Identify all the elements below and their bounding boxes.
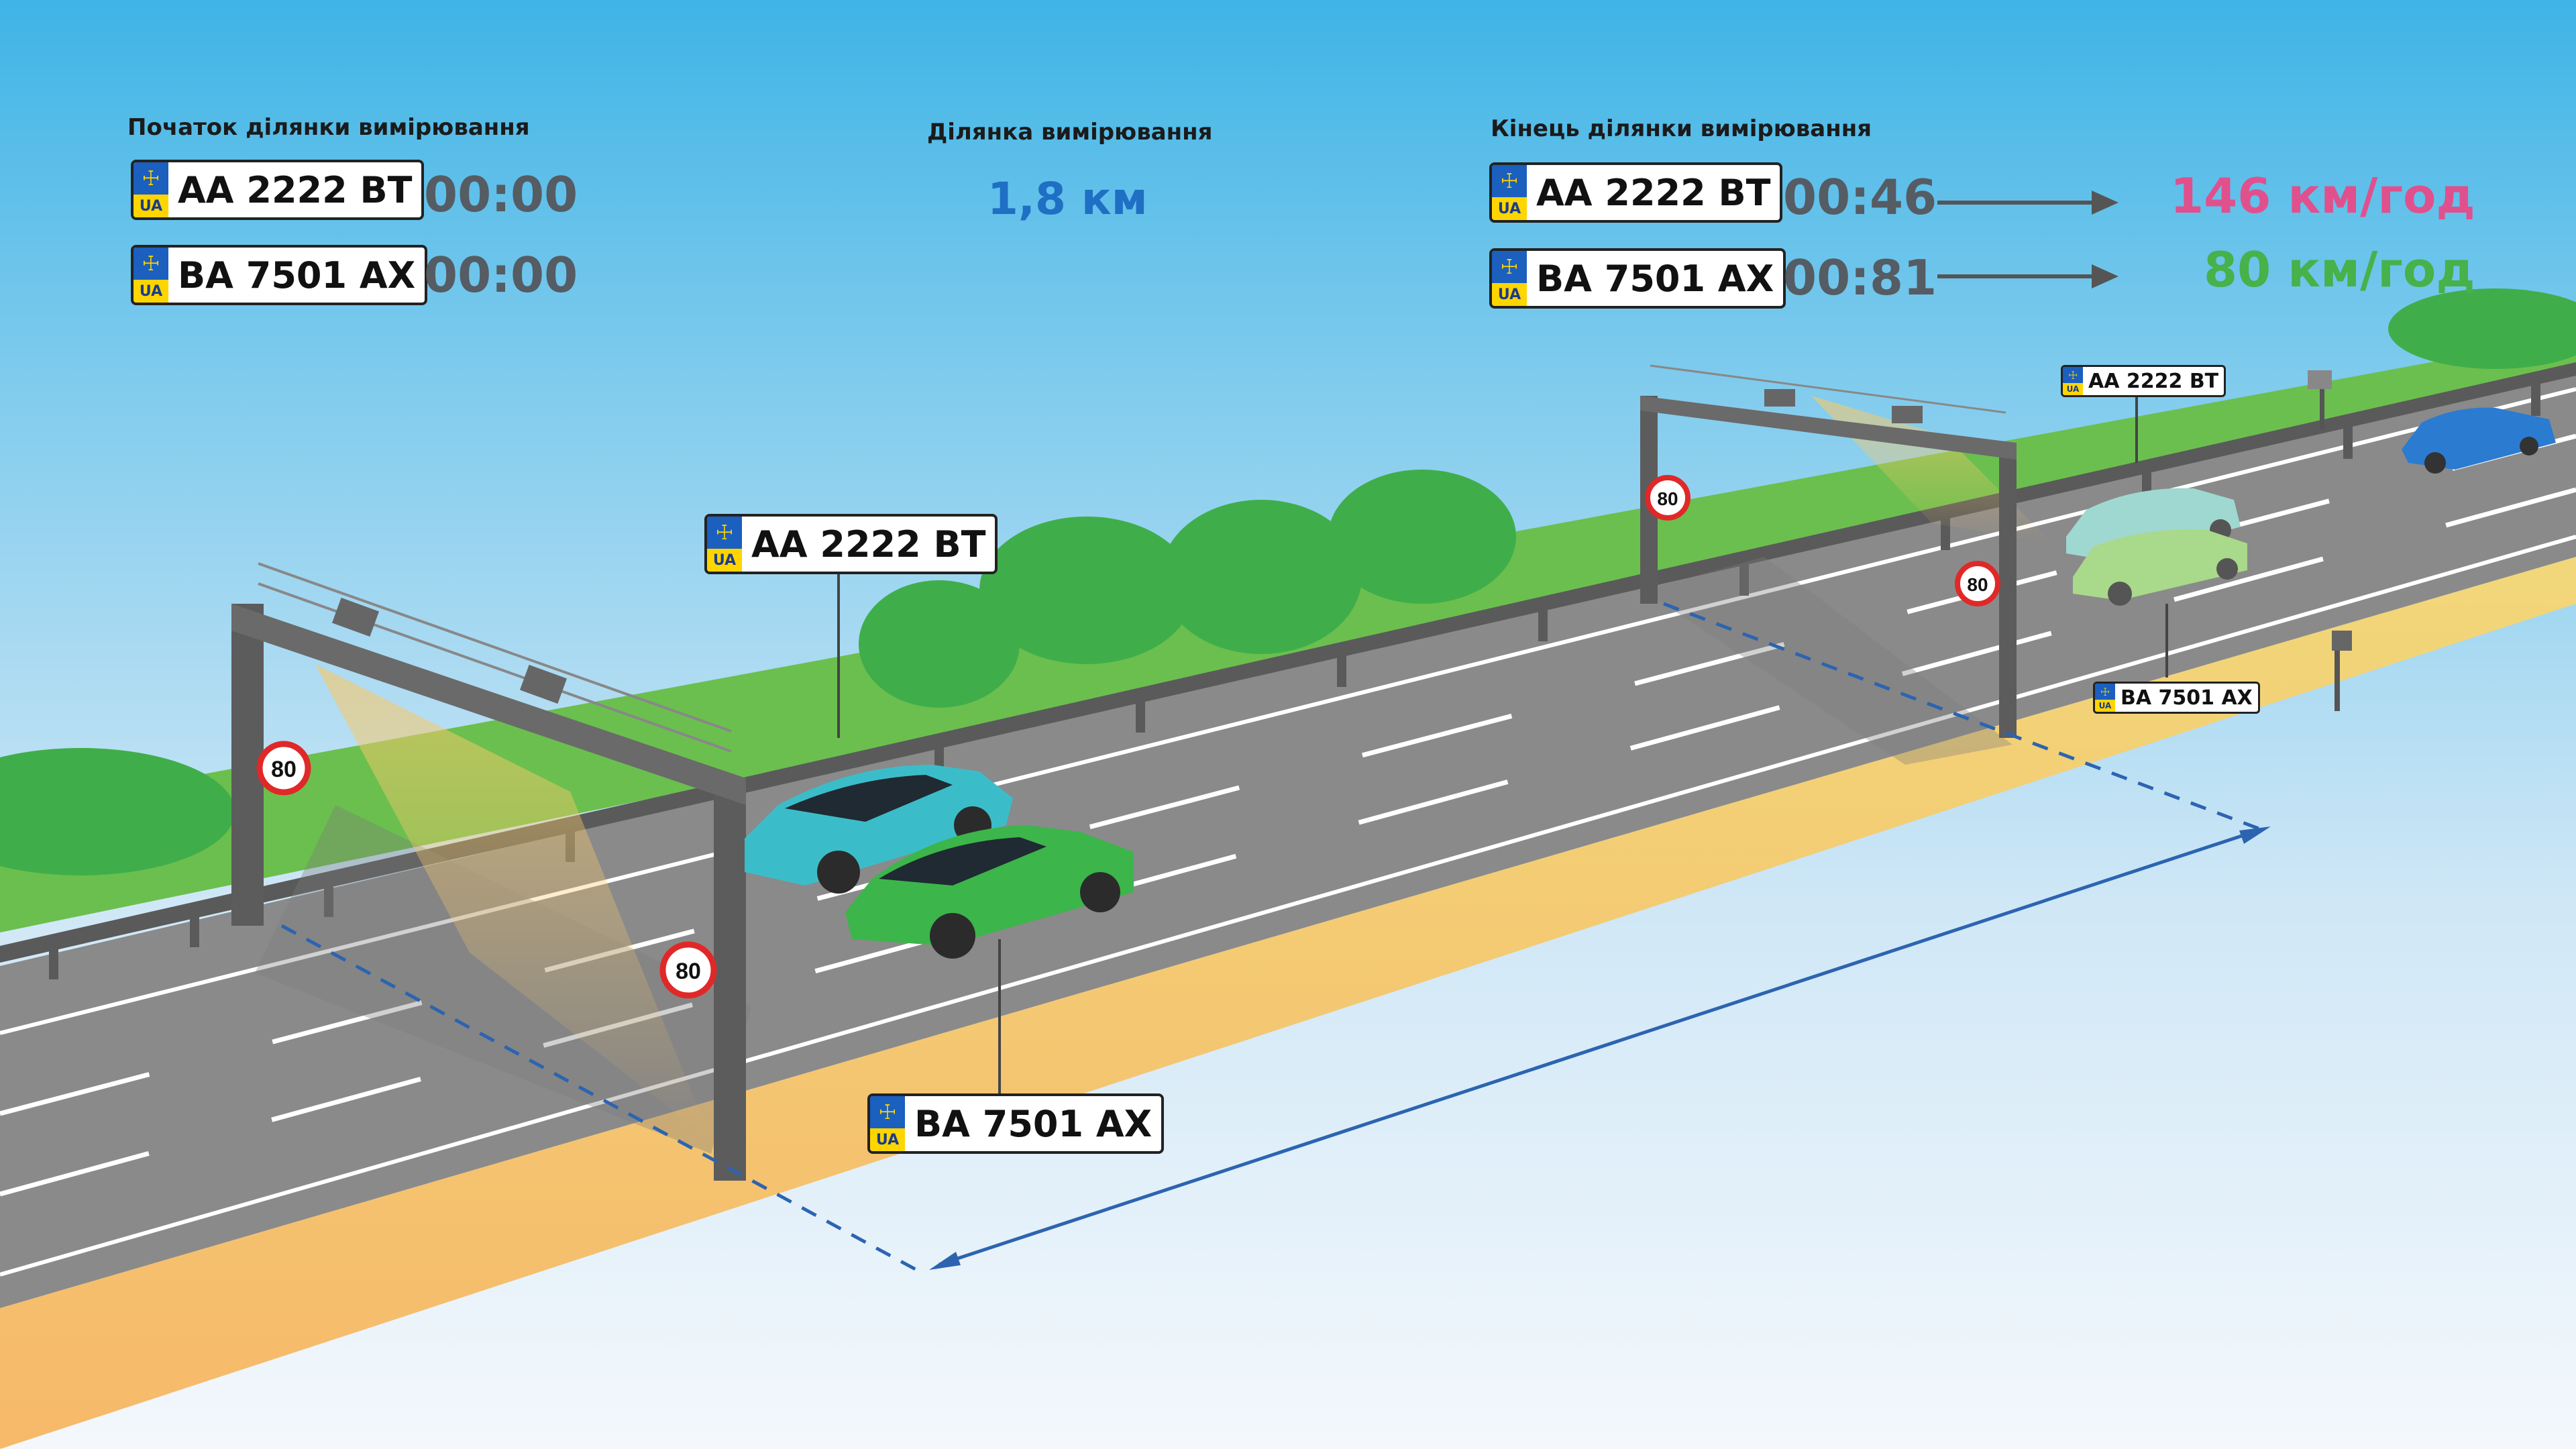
plate-country: UA — [707, 549, 742, 572]
start-time-2: 00:00 — [424, 247, 578, 303]
callout-lines — [837, 396, 2168, 1093]
bushes — [0, 288, 2576, 875]
road-shoulder — [0, 557, 2576, 1449]
road-edge-line — [0, 535, 2576, 1277]
end-speed-1: 146 км/год — [2170, 168, 2475, 224]
plate-country: UA — [1492, 197, 1527, 220]
plate-number: AA 2222 BT — [1536, 171, 1771, 214]
speed-limit-sign: 80 — [1645, 475, 1690, 521]
start-time-1: 00:00 — [424, 166, 578, 223]
plate-number: AA 2222 BT — [2088, 369, 2219, 393]
plate-end-1: ☩UA AA 2222 BT — [1489, 162, 1783, 223]
trident-icon: ☩ — [133, 248, 168, 280]
segment-distance: 1,8 км — [987, 173, 1148, 225]
plate-country: UA — [870, 1128, 905, 1151]
car-blue-distant — [2402, 407, 2556, 474]
plate-country: UA — [2063, 383, 2083, 395]
plate-callout-far-1: ☩UA AA 2222 BT — [2061, 365, 2226, 397]
plate-end-2: ☩UA BA 7501 AX — [1489, 248, 1786, 309]
car-ba7501ax-far — [2073, 529, 2247, 606]
plate-callout-near-2: ☩UA BA 7501 AX — [867, 1093, 1165, 1154]
speed-limit-value: 80 — [1657, 488, 1678, 509]
plate-start-1: ☩UA AA 2222 BT — [131, 160, 425, 220]
plate-number: BA 7501 AX — [178, 254, 416, 297]
trident-icon: ☩ — [2095, 684, 2115, 700]
speed-limit-value: 80 — [676, 959, 701, 984]
plate-country: UA — [133, 195, 168, 217]
end-time-1: 00:46 — [1783, 169, 1937, 225]
trident-icon: ☩ — [870, 1096, 905, 1128]
gantry-start — [231, 562, 751, 1181]
plate-number: BA 7501 AX — [1536, 257, 1774, 300]
plate-number: AA 2222 BT — [751, 523, 986, 566]
gantry-end — [1640, 364, 2053, 765]
arrow-icon — [1937, 191, 2118, 215]
measurement-lines — [280, 602, 2271, 1273]
plate-callout-near-1: ☩UA AA 2222 BT — [704, 514, 998, 574]
end-time-2: 00:81 — [1783, 250, 1937, 306]
arrow-icon — [1937, 264, 2118, 288]
plate-callout-far-2: ☩UA BA 7501 AX — [2093, 682, 2260, 714]
speed-limit-sign: 80 — [1955, 561, 2000, 606]
plate-country: UA — [1492, 283, 1527, 306]
car-aa2222bt-near — [745, 765, 1013, 894]
end-speed-2: 80 км/год — [2204, 241, 2475, 298]
plate-start-2: ☩UA BA 7501 AX — [131, 245, 428, 305]
trident-icon: ☩ — [133, 162, 168, 195]
speed-limit-sign: 80 — [256, 741, 311, 796]
trident-icon: ☩ — [1492, 165, 1527, 197]
plate-number: BA 7501 AX — [914, 1102, 1152, 1145]
start-label: Початок ділянки вимірювання — [127, 114, 530, 141]
trident-icon: ☩ — [707, 517, 742, 549]
speed-limit-sign: 80 — [659, 941, 717, 999]
plate-country: UA — [133, 280, 168, 303]
car-ba7501ax-near — [845, 825, 1134, 959]
plate-country: UA — [2095, 700, 2115, 712]
trident-icon: ☩ — [2063, 367, 2083, 383]
end-label: Кінець ділянки вимірювання — [1491, 115, 1872, 142]
plate-number: AA 2222 BT — [178, 168, 413, 211]
trident-icon: ☩ — [1492, 251, 1527, 283]
speed-limit-value: 80 — [1967, 574, 1988, 595]
plate-number: BA 7501 AX — [2121, 686, 2253, 710]
segment-label: Ділянка вимірювання — [927, 119, 1213, 146]
roadside-camera — [2308, 370, 2352, 711]
speed-limit-value: 80 — [271, 757, 297, 782]
